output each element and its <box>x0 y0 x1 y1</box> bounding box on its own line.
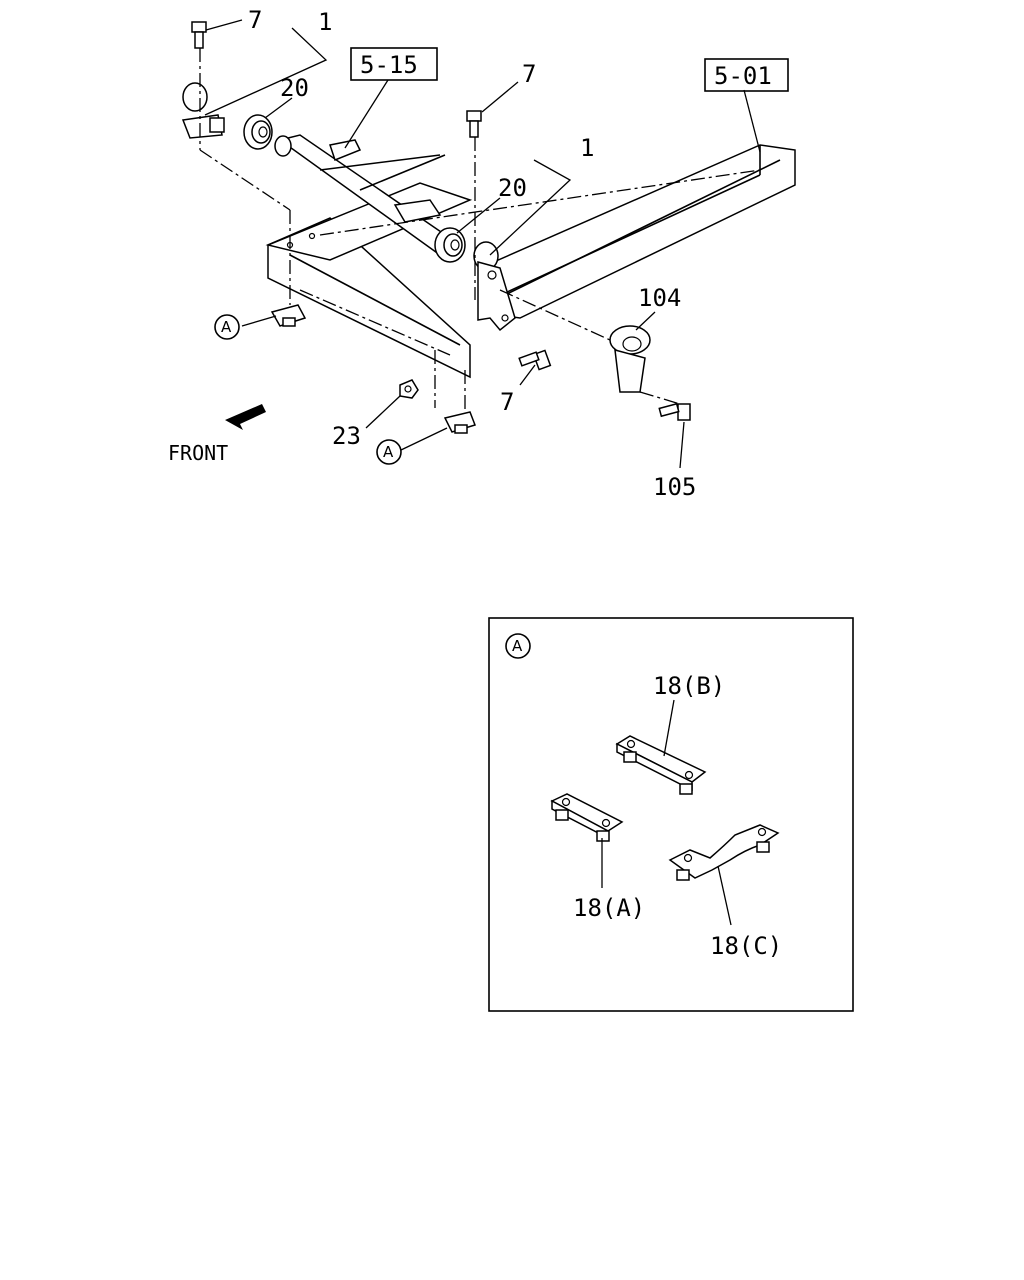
bushing-left <box>243 114 273 150</box>
callout-bracket-1-center: 1 <box>580 134 594 162</box>
bolt-icon-top-center <box>466 110 482 138</box>
ref-box-5-01 <box>704 58 789 92</box>
plate-18b <box>615 735 707 795</box>
callout-ref-5-15: 5-15 <box>360 51 418 79</box>
cross-member <box>265 182 473 379</box>
front-label: FRONT <box>168 441 228 465</box>
front-arrow-icon <box>225 404 266 430</box>
detail-a-circle <box>505 633 531 659</box>
callout-nut-23: 23 <box>332 422 361 450</box>
callout-bushing-20-left: 20 <box>280 74 309 102</box>
mount-pad-bottom <box>443 411 476 434</box>
plate-18a <box>550 793 624 842</box>
callout-bolt-105: 105 <box>653 473 696 501</box>
bolt-icon-105 <box>658 402 691 421</box>
callout-bolt-7-top-left: 7 <box>248 6 262 34</box>
callout-part-104: 104 <box>638 284 681 312</box>
ref-circle-a-left <box>214 314 240 340</box>
ref-box-5-15 <box>350 47 438 81</box>
detail-a-title: A <box>512 637 523 655</box>
callout-bracket-1-left: 1 <box>318 8 332 36</box>
bracket-center <box>473 241 516 332</box>
callout-ref-5-01: 5-01 <box>714 62 772 90</box>
callout-plate-18c: 18(C) <box>710 932 782 960</box>
torsion-shaft <box>274 134 462 256</box>
bolt-icon-lower-center <box>518 349 552 371</box>
bracket-left <box>181 82 225 139</box>
ref-a-bottom-label: A <box>383 443 394 461</box>
main-assembly: 7 1 20 5-15 7 5-01 1 20 104 7 23 105 A A… <box>168 6 796 501</box>
plate-18c <box>668 824 780 881</box>
bushing-center <box>434 227 466 263</box>
bolt-icon-top-left <box>191 21 207 49</box>
detail-a-panel: A 18(B) <box>488 617 854 1012</box>
ref-circle-a-bottom <box>376 439 402 465</box>
nut-icon-23 <box>399 379 419 399</box>
ref-a-left-label: A <box>221 318 232 336</box>
callout-bolt-7-lower-center: 7 <box>500 388 514 416</box>
callout-bolt-7-top-center: 7 <box>522 60 536 88</box>
callout-bushing-20-center: 20 <box>498 174 527 202</box>
mount-pad-left <box>270 304 307 327</box>
clamp-104 <box>609 325 651 393</box>
callout-plate-18a: 18(A) <box>573 894 645 922</box>
callout-plate-18b: 18(B) <box>653 672 725 700</box>
